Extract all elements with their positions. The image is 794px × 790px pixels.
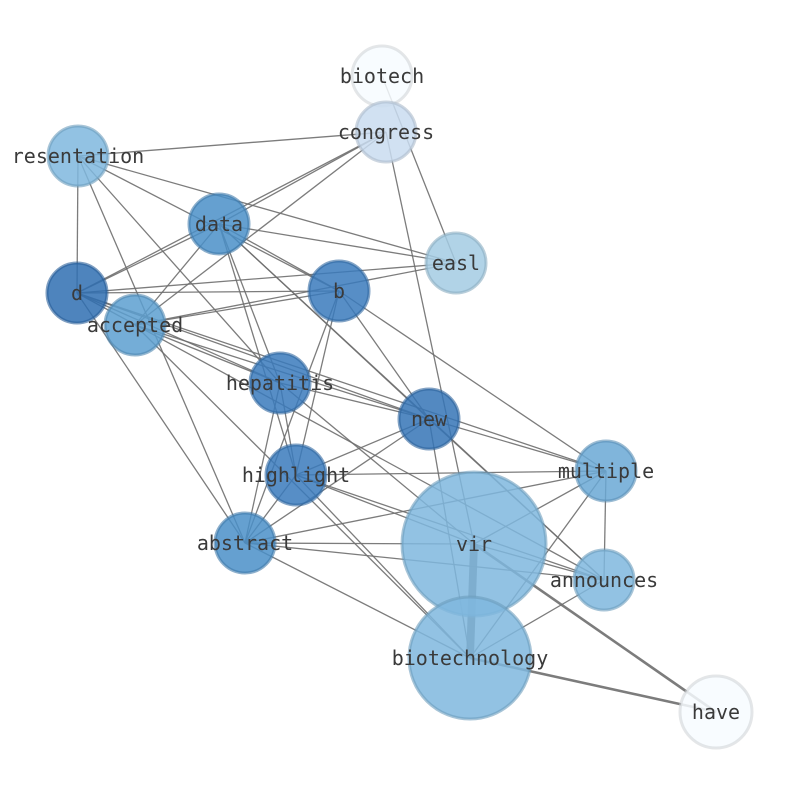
- node-biotechnology[interactable]: [407, 595, 533, 721]
- node-congress[interactable]: [354, 100, 418, 164]
- label-layer: biotech congress resentation data easl d b acce…: [12, 64, 740, 724]
- edge-easl-accepted: [134, 262, 457, 326]
- edge-data-easl: [218, 223, 457, 264]
- node-label-announces: announces: [550, 568, 658, 592]
- edge-accepted-b: [134, 290, 340, 326]
- node-label-new: new: [411, 407, 448, 431]
- node-label-easl: easl: [432, 251, 480, 275]
- edge-new-abstract: [244, 418, 430, 544]
- node-resentation[interactable]: [46, 124, 110, 188]
- node-highlight[interactable]: [264, 443, 328, 507]
- node-label-abstract: abstract: [197, 531, 293, 555]
- edge-data-highlight: [218, 223, 297, 476]
- node-abstract[interactable]: [213, 511, 277, 575]
- node-label-d: d: [71, 281, 83, 305]
- edge-layer: [76, 75, 717, 714]
- edge-b-multiple: [338, 290, 607, 472]
- node-label-hepatitis: hepatitis: [226, 371, 334, 395]
- edge-congress-data: [218, 131, 387, 225]
- node-easl[interactable]: [424, 231, 488, 295]
- node-label-b: b: [333, 279, 345, 303]
- edge-resentation-hepatitis: [77, 155, 281, 384]
- node-label-highlight: highlight: [242, 463, 350, 487]
- node-label-biotechnology: biotechnology: [392, 646, 549, 670]
- node-label-accepted: accepted: [87, 313, 183, 337]
- node-label-data: data: [195, 212, 243, 236]
- node-accepted[interactable]: [103, 293, 167, 357]
- node-label-vir: vir: [456, 532, 492, 556]
- node-hepatitis[interactable]: [248, 351, 312, 415]
- edge-congress-resentation: [77, 131, 387, 157]
- node-label-have: have: [692, 700, 740, 724]
- node-have[interactable]: [678, 674, 754, 750]
- edge-easl-d: [76, 262, 457, 294]
- node-label-multiple: multiple: [558, 459, 654, 483]
- node-d[interactable]: [45, 261, 109, 325]
- node-label-congress: congress: [338, 120, 434, 144]
- node-announces[interactable]: [572, 548, 636, 612]
- node-multiple[interactable]: [574, 439, 638, 503]
- edge-resentation-abstract: [77, 155, 246, 544]
- node-data[interactable]: [187, 192, 251, 256]
- edge-highlight-multiple: [295, 470, 607, 476]
- node-label-resentation: resentation: [12, 144, 144, 168]
- node-new[interactable]: [397, 387, 461, 451]
- node-layer: [45, 44, 754, 750]
- edge-d-abstract: [76, 292, 246, 544]
- edge-resentation-easl: [77, 155, 457, 264]
- edge-d-b: [76, 290, 340, 294]
- node-label-biotech: biotech: [340, 64, 424, 88]
- edge-b-abstract: [244, 290, 340, 544]
- node-b[interactable]: [307, 259, 371, 323]
